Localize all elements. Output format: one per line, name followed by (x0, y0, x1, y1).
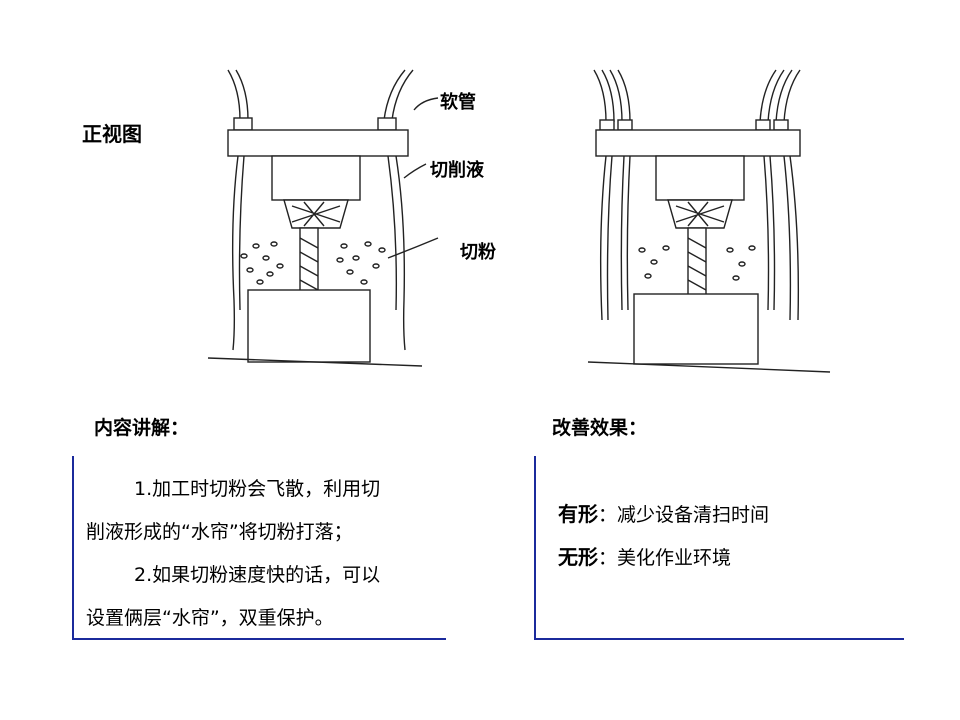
explanation-line-1: 1.加工时切粉会飞散，利用切 (134, 478, 381, 500)
improvement-panel (534, 456, 904, 640)
flying-chips (638, 245, 756, 281)
hose-arrow (413, 97, 439, 111)
explanation-text: 1.加工时切粉会飞散，利用切 削液形成的“水帘”将切粉打落； 2.如果切粉速度快… (86, 468, 444, 640)
explanation-line-4: 设置俩层“水帘”，双重保护。 (86, 607, 334, 629)
left-coolant-curtain (231, 155, 239, 351)
single-curtain-diagram (207, 69, 439, 367)
coolant-arrow (403, 163, 427, 179)
double-curtain-diagram (587, 69, 831, 373)
tangible-value: ：减少设备清扫时间 (598, 504, 770, 526)
explanation-line-2: 削液形成的“水帘”将切粉打落； (86, 521, 353, 543)
outer-left-curtain (599, 155, 607, 321)
improvement-item-intangible: 无形：美化作业环境 (558, 536, 898, 579)
chips-label: 切粉 (460, 242, 496, 263)
floor-line (587, 361, 831, 373)
hose-label: 软管 (440, 92, 476, 113)
chips-arrow (387, 237, 439, 259)
outer-right-curtain (783, 155, 792, 321)
inner-right-curtain (763, 155, 770, 311)
improvement-item-tangible: 有形：减少设备清扫时间 (558, 493, 898, 536)
improvement-list: 有形：减少设备清扫时间 无形：美化作业环境 (558, 493, 898, 579)
nozzle-manifold (595, 129, 801, 157)
coolant-label: 切削液 (430, 160, 484, 181)
tangible-key: 有形 (558, 502, 598, 526)
spindle-head (271, 155, 361, 201)
intangible-value: ：美化作业环境 (598, 547, 732, 569)
left-hose (227, 69, 241, 121)
flying-chips (240, 241, 386, 285)
floor-line (207, 357, 423, 367)
front-view-title: 正视图 (82, 122, 142, 146)
explanation-title: 内容讲解： (94, 417, 190, 439)
workpiece (247, 289, 371, 363)
explanation-line-3: 2.如果切粉速度快的话，可以 (134, 564, 381, 586)
intangible-key: 无形 (558, 545, 598, 569)
spindle-head (655, 155, 745, 201)
improvement-title: 改善效果： (552, 417, 648, 439)
left-fitting (233, 117, 253, 131)
inner-left-curtain (620, 155, 625, 311)
cutting-tool (299, 227, 319, 299)
cutting-tool (687, 227, 707, 299)
workpiece (633, 293, 759, 365)
nozzle-manifold (227, 129, 409, 157)
right-hose (383, 69, 406, 121)
right-fitting (377, 117, 397, 131)
right-coolant-curtain (395, 155, 406, 351)
explanation-panel (72, 456, 446, 640)
